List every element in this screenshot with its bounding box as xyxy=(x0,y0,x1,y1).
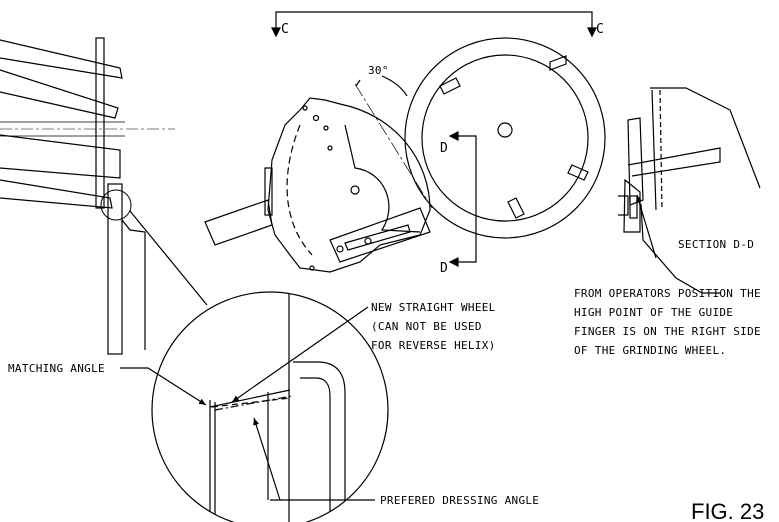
section-c-right-label: C xyxy=(596,22,604,37)
section-c-left-label: C xyxy=(281,22,289,37)
detail-view xyxy=(129,210,389,522)
dressing-angle-callout: PREFERED DRESSING ANGLE xyxy=(380,494,539,507)
figure-label: FIG. 23 xyxy=(691,499,764,522)
leader-lines xyxy=(120,194,720,501)
note-line-2: HIGH POINT OF THE GUIDE xyxy=(574,306,733,319)
angle-label: 30° xyxy=(368,64,389,77)
note-line-3: FINGER IS ON THE RIGHT SIDE xyxy=(574,325,761,338)
new-wheel-callout-line-3: FOR REVERSE HELIX) xyxy=(371,339,496,352)
section-line-d xyxy=(448,131,477,267)
new-wheel-callout-line-2: (CAN NOT BE USED xyxy=(371,320,482,333)
matching-angle-callout: MATCHING ANGLE xyxy=(8,362,105,375)
section-title: SECTION D-D xyxy=(678,238,754,251)
grinding-wheel xyxy=(404,37,606,239)
new-wheel-callout-line-1: NEW STRAIGHT WHEEL xyxy=(371,301,496,314)
left-assembly-view xyxy=(0,37,175,355)
note-line-4: OF THE GRINDING WHEEL. xyxy=(574,344,726,357)
note-line-1b: FROM OPERATORS POSITION THE xyxy=(574,287,761,300)
section-d-bottom-label: D xyxy=(440,261,448,276)
section-d-view xyxy=(618,87,761,233)
section-line-c xyxy=(271,11,597,38)
section-d-top-label: D xyxy=(440,141,448,156)
plate-assembly xyxy=(204,75,433,273)
